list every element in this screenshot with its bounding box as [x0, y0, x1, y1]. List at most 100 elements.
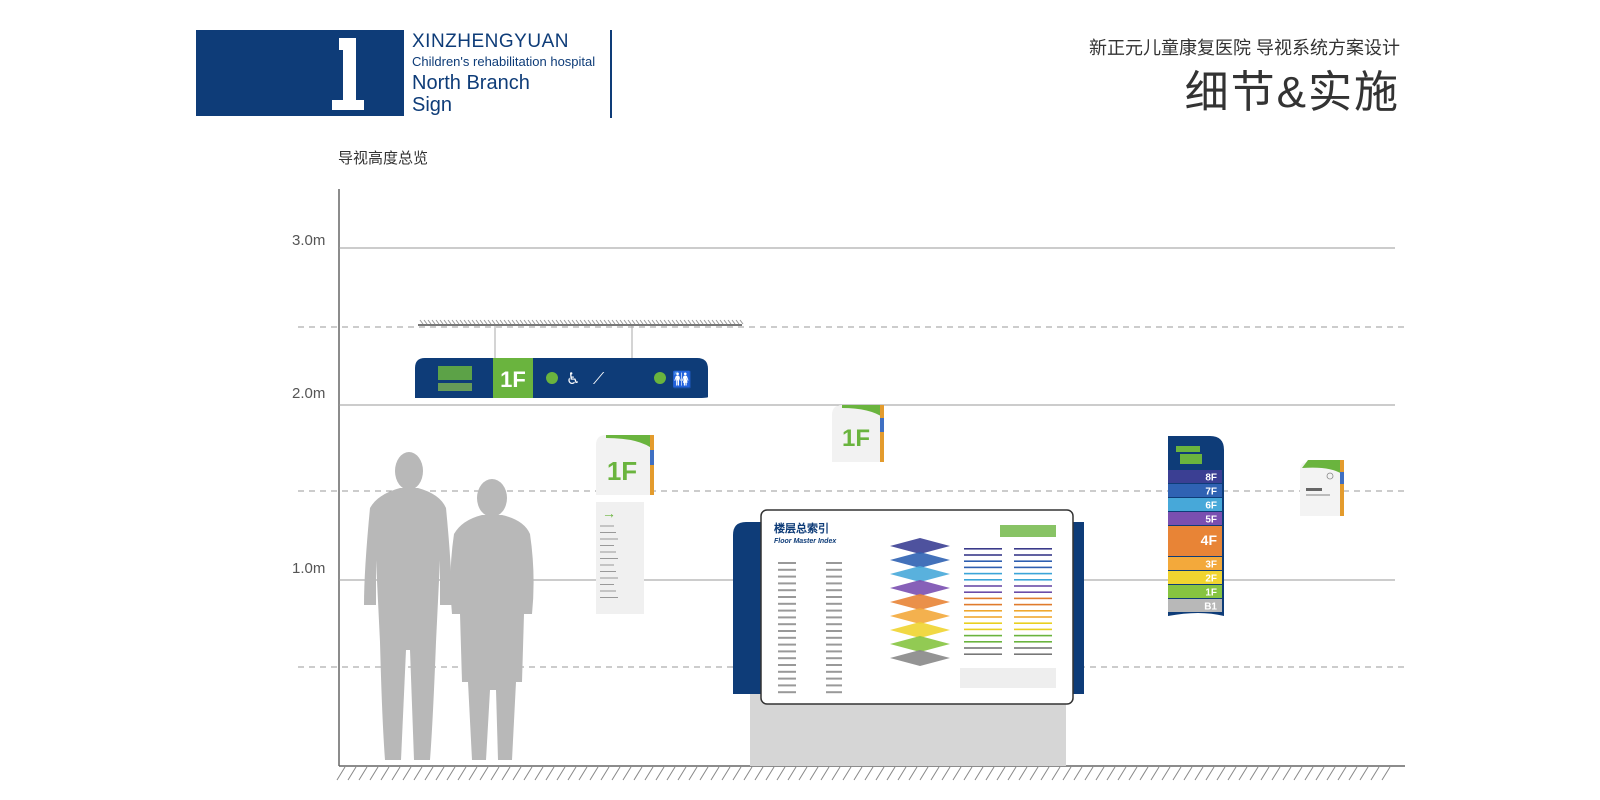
ceiling-hatch-mark — [671, 319, 676, 325]
ceiling-hatch-mark — [663, 319, 668, 325]
index-right-row — [1014, 579, 1052, 581]
height-label-1m: 1.0m — [292, 560, 326, 577]
hatch-mark — [1172, 766, 1182, 781]
ceiling-hatch-mark — [503, 319, 508, 325]
floor-index-board: 楼层总索引 Floor Master Index — [733, 509, 1084, 766]
stairs-icon: ♿ — [566, 371, 580, 388]
index-right-row — [964, 548, 1002, 550]
branch-name: North Branch — [412, 72, 530, 94]
pillar-floor-label: 3F — [1205, 560, 1217, 571]
hatch-mark — [1051, 766, 1061, 781]
pillar-floor-row — [1168, 571, 1222, 584]
hatch-mark — [644, 766, 654, 781]
ceiling-hatch-mark — [643, 319, 648, 325]
index-right-row — [964, 572, 1002, 575]
hatch-mark — [754, 766, 764, 781]
arrow-up-icon — [546, 372, 558, 384]
index-row — [778, 616, 796, 619]
hatch-mark — [952, 766, 962, 781]
project-title: 细节&实施 — [1184, 68, 1400, 117]
index-right-row — [1014, 585, 1052, 587]
ceiling-hatch-mark — [511, 319, 516, 325]
ceiling-hatch-mark — [651, 319, 656, 325]
hatch-mark — [666, 766, 676, 781]
index-logo-mark — [1000, 525, 1056, 537]
hatch-mark — [1304, 766, 1314, 781]
hatch-mark — [1018, 766, 1028, 781]
ceiling-hatch-mark — [555, 319, 560, 325]
index-row — [826, 589, 842, 592]
ceiling-hatch-mark — [615, 319, 620, 325]
ceiling-hatch-mark — [559, 319, 564, 325]
ceiling-hatch-mark — [515, 319, 520, 325]
hatch-mark — [985, 766, 995, 781]
ceiling-hatch-mark — [715, 319, 720, 325]
index-row — [826, 602, 842, 605]
ceiling-hatch-mark — [639, 319, 644, 325]
ceiling-hatch-mark — [683, 319, 688, 325]
pillar-floor-label: B1 — [1204, 602, 1217, 613]
ceiling-hatch-mark — [547, 319, 552, 325]
index-right-row — [964, 597, 1002, 600]
index-stack-layer — [890, 650, 950, 666]
index-row — [826, 636, 842, 639]
restroom-icon: 🚻 — [672, 370, 692, 389]
index-row — [826, 643, 842, 646]
ceiling-hatch-mark — [419, 319, 424, 325]
hatch-mark — [589, 766, 599, 781]
index-title-en: Floor Master Index — [774, 538, 837, 545]
ceiling-hatch-mark — [443, 319, 448, 325]
index-right-row — [964, 610, 1002, 612]
hatch-mark — [1029, 766, 1039, 781]
index-right-row — [1014, 597, 1052, 600]
index-right-row — [964, 591, 1002, 593]
wall-floor-label-a: 1F — [607, 456, 637, 486]
door-sign — [1300, 460, 1344, 516]
ceiling-hatch-mark — [703, 319, 708, 325]
ceiling-hatch-mark — [631, 319, 636, 325]
ceiling-hatch-mark — [435, 319, 440, 325]
ceiling-hatch-mark — [447, 319, 452, 325]
hatch-mark — [1040, 766, 1050, 781]
index-right-row — [964, 653, 1002, 655]
hatch-mark — [1150, 766, 1160, 781]
hatch-mark — [919, 766, 929, 781]
index-row — [778, 643, 796, 646]
hatch-mark — [413, 766, 423, 781]
hatch-mark — [963, 766, 973, 781]
index-right-row — [1014, 647, 1052, 649]
index-title: 楼层总索引 — [774, 521, 829, 535]
index-row — [778, 670, 796, 673]
index-row — [778, 664, 796, 666]
ceiling-hatch-mark — [599, 319, 604, 325]
hatch-mark — [776, 766, 786, 781]
index-row — [778, 691, 796, 694]
brand-subtitle: Children's rehabilitation hospital — [412, 54, 596, 69]
index-row — [826, 691, 842, 694]
ground-hatch — [336, 766, 1391, 781]
index-row — [826, 677, 842, 680]
ceiling-hatch-mark — [531, 319, 536, 325]
hatch-mark — [391, 766, 401, 781]
hatch-mark — [743, 766, 753, 781]
ceiling-hatch-mark — [455, 319, 460, 325]
index-right-row — [1014, 616, 1052, 618]
index-row — [778, 568, 796, 571]
sign-word: Sign — [412, 94, 453, 116]
directory-arrow-icon: → — [602, 505, 616, 521]
ceiling-hatch-mark — [431, 319, 436, 325]
ceiling-hatch-mark — [527, 319, 532, 325]
hatch-mark — [600, 766, 610, 781]
hatch-mark — [567, 766, 577, 781]
hatch-mark — [1348, 766, 1358, 781]
ceiling-hatch-mark — [727, 319, 732, 325]
index-right-row — [964, 566, 1002, 569]
ceiling-hatch-mark — [731, 319, 736, 325]
pillar-floor-row — [1168, 484, 1222, 497]
brand-logo-icon — [332, 38, 364, 110]
ceiling-hatch-mark — [491, 319, 496, 325]
ceiling-hatch-mark — [463, 319, 468, 325]
ceiling-hatch-mark — [679, 319, 684, 325]
ceiling-hatch-mark — [699, 319, 704, 325]
pillar-floor-row — [1168, 599, 1222, 612]
